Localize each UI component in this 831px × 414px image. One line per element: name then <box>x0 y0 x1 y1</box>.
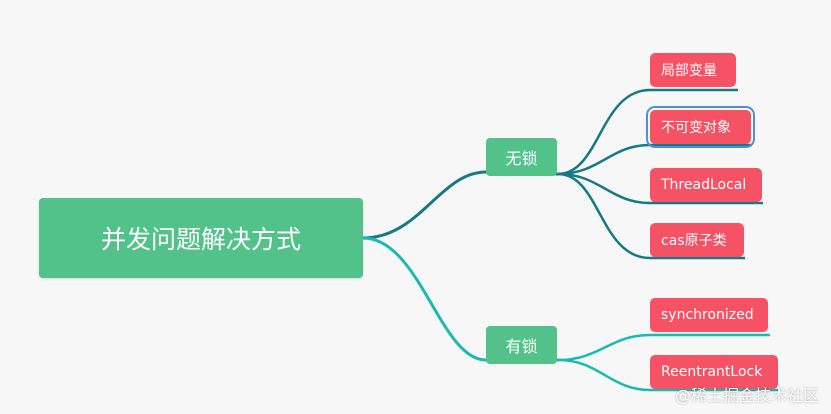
root-label: 并发问题解决方式 <box>100 225 301 254</box>
leaf-label: 局部变量 <box>661 63 717 79</box>
leaf-label: synchronized <box>661 307 754 323</box>
edge-nolock-leaf-4 <box>557 172 745 260</box>
leaf-label: cas原子类 <box>661 233 727 249</box>
watermark: @稀土掘金技术社区 <box>674 386 819 405</box>
edge-nolock-leaf-2 <box>557 143 752 176</box>
edge-lock-leaf-2 <box>557 358 778 392</box>
leaf-node-synchronized[interactable]: synchronized <box>650 298 768 332</box>
leaf-node-threadlocal[interactable]: ThreadLocal <box>650 168 762 202</box>
leaf-node-reentrantlock[interactable]: ReentrantLock <box>650 355 778 389</box>
edge-nolock-leaf-3 <box>557 172 763 205</box>
edge-root-nolock <box>361 170 560 240</box>
edge-lock-leaf-1 <box>557 333 770 362</box>
leaf-label: 不可变对象 <box>661 120 731 136</box>
leaf-label: ThreadLocal <box>661 177 747 193</box>
branch-node-lock[interactable]: 有锁 <box>486 326 557 364</box>
branch-label: 无锁 <box>505 149 538 168</box>
root-node[interactable]: 并发问题解决方式 <box>39 198 363 278</box>
leaf-node-cas-atomic[interactable]: cas原子类 <box>650 223 744 257</box>
branch-label: 有锁 <box>505 337 538 356</box>
leaf-node-local-variable[interactable]: 局部变量 <box>650 53 736 87</box>
branch-node-nolock[interactable]: 无锁 <box>486 138 557 176</box>
edge-nolock-leaf-1 <box>557 88 738 176</box>
leaf-label: ReentrantLock <box>661 364 763 380</box>
edge-root-lock <box>361 236 560 362</box>
leaf-node-immutable-object[interactable]: 不可变对象 <box>646 106 755 148</box>
